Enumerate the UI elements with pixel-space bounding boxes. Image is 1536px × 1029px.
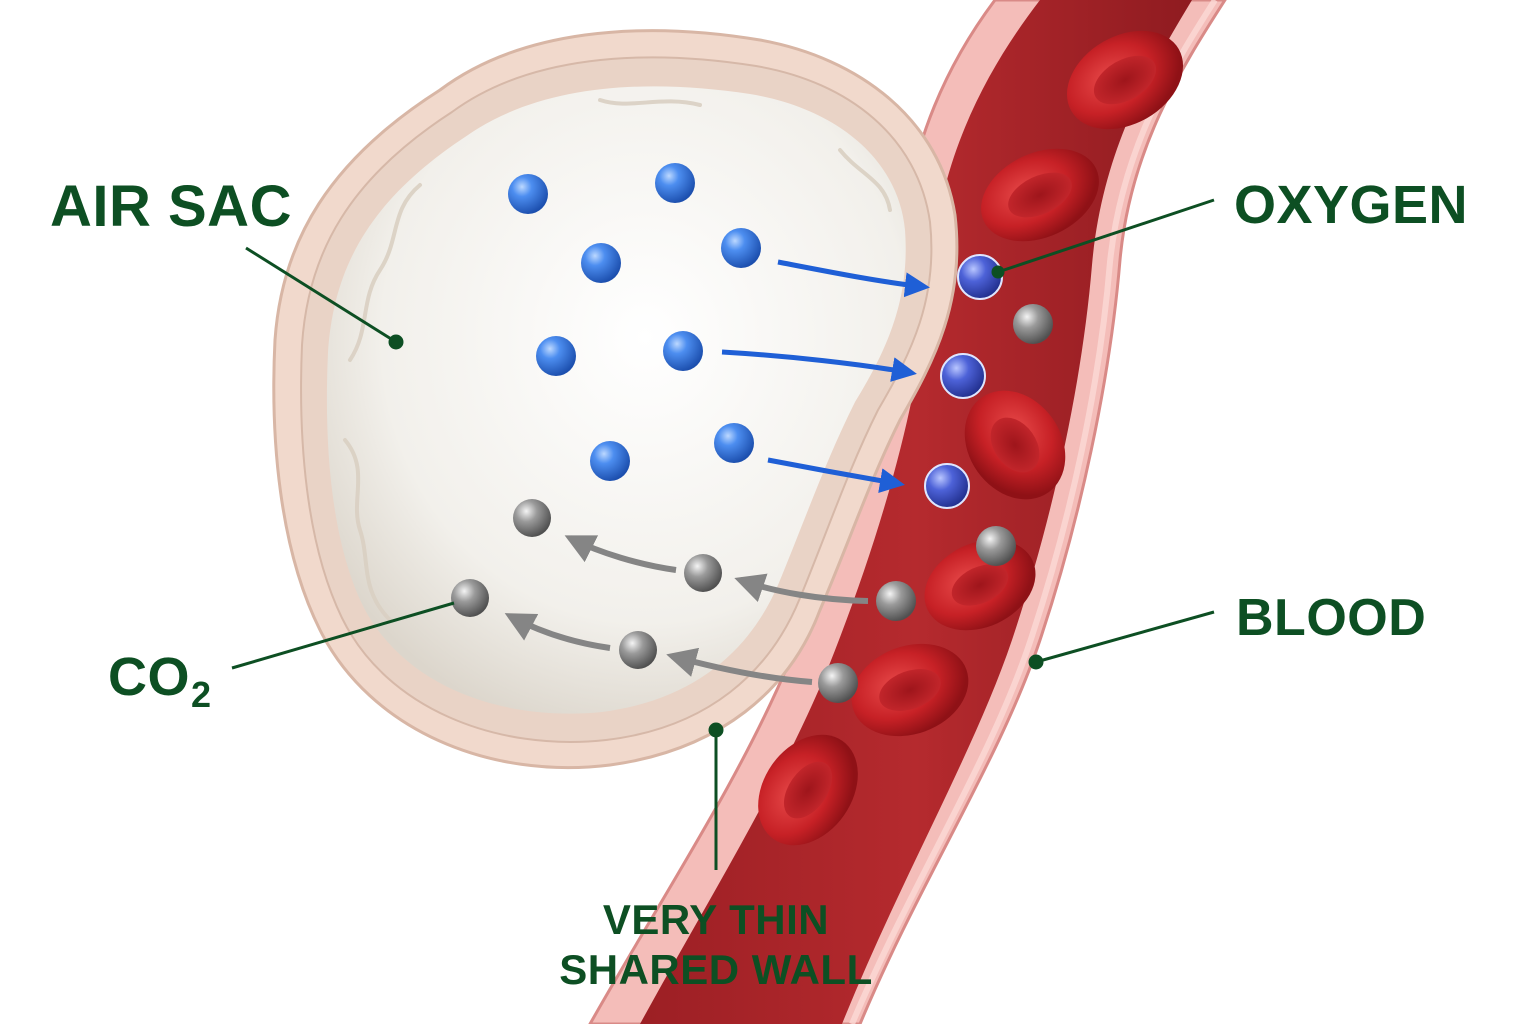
co2-label-subscript: 2: [191, 674, 212, 715]
oxygen-molecule-icon: [508, 174, 548, 214]
diffusion-arrow-icon: [777, 259, 930, 298]
red-blood-cell-icon: [964, 390, 1066, 500]
oxygen-molecule-icon: [663, 331, 703, 371]
co2-molecule-icon: [976, 526, 1016, 566]
oxygen-molecule-icon: [590, 441, 630, 481]
oxygen-molecule-icon: [655, 163, 695, 203]
oxygen-molecule-icon: [940, 353, 986, 399]
oxygen-leader-dot: [991, 265, 1005, 279]
blood-label: BLOOD: [1236, 589, 1427, 647]
shared-wall-label: VERY THIN SHARED WALL: [559, 895, 873, 994]
blood-leader: [1035, 610, 1215, 664]
co2-molecule-icon: [451, 579, 489, 617]
oxygen-molecule-icon: [721, 228, 761, 268]
red-blood-cell-icon: [758, 734, 858, 846]
leader-lines: [231, 198, 1215, 870]
diffusion-arrow-icon: [564, 535, 677, 573]
co2-label-main: CO: [108, 647, 190, 707]
co2-label: CO2: [108, 647, 212, 713]
shared-wall-label-line1: VERY THIN: [602, 896, 830, 943]
oxygen-molecule-icon: [714, 423, 754, 463]
red-blood-cell-icon: [924, 539, 1036, 631]
wall-leader-dot: [708, 722, 724, 738]
co2-molecule-icon: [818, 663, 858, 703]
shared-wall-label-line2: SHARED WALL: [559, 945, 873, 993]
diffusion-arrow-icon: [721, 349, 917, 382]
co2-molecule-icon: [684, 554, 722, 592]
red-blood-cell-icon: [981, 148, 1099, 242]
air-sac-label: AIR SAC: [50, 174, 292, 239]
oxygen-molecule-icon: [581, 243, 621, 283]
oxygen-label: OXYGEN: [1234, 175, 1469, 235]
diffusion-arrow-icon: [734, 573, 869, 604]
air-sac-interior: [326, 86, 906, 714]
red-blood-cells: [758, 30, 1184, 846]
vessel-lumen: [640, 0, 1192, 1024]
diffusion-arrow-icon: [767, 457, 905, 493]
vessel-wall-highlight: [849, 0, 1218, 1026]
co2-molecule-icon: [619, 631, 657, 669]
co2-leader: [231, 601, 455, 670]
air-sac-leader: [245, 246, 397, 344]
co2-molecule-icon: [876, 581, 916, 621]
co2-molecules: [451, 304, 1053, 703]
oxygen-molecule-icon: [924, 463, 970, 509]
oxygen-molecule-icon: [536, 336, 576, 376]
red-blood-cell-icon: [851, 643, 969, 737]
blood-leader-dot: [1028, 654, 1044, 670]
air-sac-leader-dot: [388, 334, 404, 350]
co2-molecule-icon: [1013, 304, 1053, 344]
diffusion-arrow-icon: [666, 647, 813, 685]
co2-diffusion-arrows: [504, 535, 869, 685]
oxygen-leader: [997, 198, 1215, 274]
air-sac-fold-lines: [343, 98, 892, 622]
co2-molecule-icon: [513, 499, 551, 537]
oxygen-molecules-air-sac: [508, 163, 761, 481]
oxygen-diffusion-arrows: [721, 259, 930, 493]
red-blood-cell-icon: [1066, 30, 1184, 130]
diffusion-arrow-icon: [504, 613, 611, 651]
